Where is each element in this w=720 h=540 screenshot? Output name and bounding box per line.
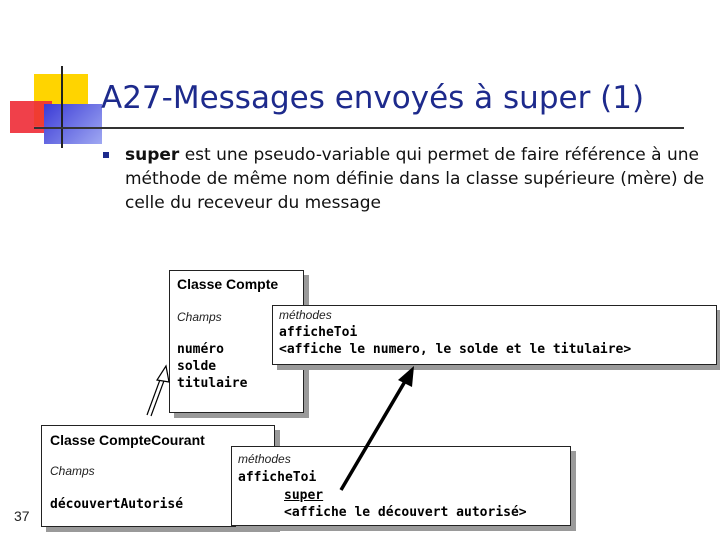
slide-title: A27-Messages envoyés à super (1) <box>101 80 645 116</box>
class-compte-methods-box: méthodes afficheToi <affiche le numero, … <box>272 305 717 365</box>
bullet-marker <box>103 152 109 158</box>
inheritance-arrow-line <box>146 376 162 416</box>
bullet-keyword: super <box>125 145 180 165</box>
inheritance-arrow-line <box>150 377 166 417</box>
class-compte-box: Classe Compte Champs numéro solde titula… <box>169 270 304 413</box>
inheritance-arrow-head <box>156 364 170 383</box>
class-compte-methods-label: méthodes <box>279 308 332 322</box>
super-arrow-head <box>398 366 414 387</box>
class-comptecourant-method-body: <affiche le découvert autorisé> <box>284 505 527 520</box>
logo-blue-square <box>44 104 102 144</box>
class-comptecourant-champs-label: Champs <box>50 464 95 478</box>
class-compte-method-body: <affiche le numero, le solde et le titul… <box>279 342 632 357</box>
class-comptecourant-title: Classe CompteCourant <box>50 432 205 448</box>
bullet-text: super est une pseudo-variable qui permet… <box>125 143 705 215</box>
class-compte-method-name: afficheToi <box>279 325 358 340</box>
class-comptecourant-methods-box: méthodes afficheToi super <affiche le dé… <box>231 446 571 526</box>
class-compte-field: numéro <box>177 342 224 357</box>
super-arrow-line <box>339 377 409 491</box>
class-comptecourant-field: découvertAutorisé <box>50 497 184 512</box>
class-compte-title: Classe Compte <box>177 276 279 292</box>
class-compte-field: solde <box>177 359 217 374</box>
class-compte-field: titulaire <box>177 376 248 391</box>
class-compte-champs-label: Champs <box>177 310 222 324</box>
super-call: super <box>284 488 324 503</box>
bullet-body: est une pseudo-variable qui permet de fa… <box>125 145 705 213</box>
logo-vertical-line <box>61 66 63 148</box>
class-comptecourant-methods-label: méthodes <box>238 452 291 466</box>
class-comptecourant-method-name: afficheToi <box>238 470 317 485</box>
page-number: 37 <box>14 508 30 524</box>
title-underline <box>34 127 684 129</box>
